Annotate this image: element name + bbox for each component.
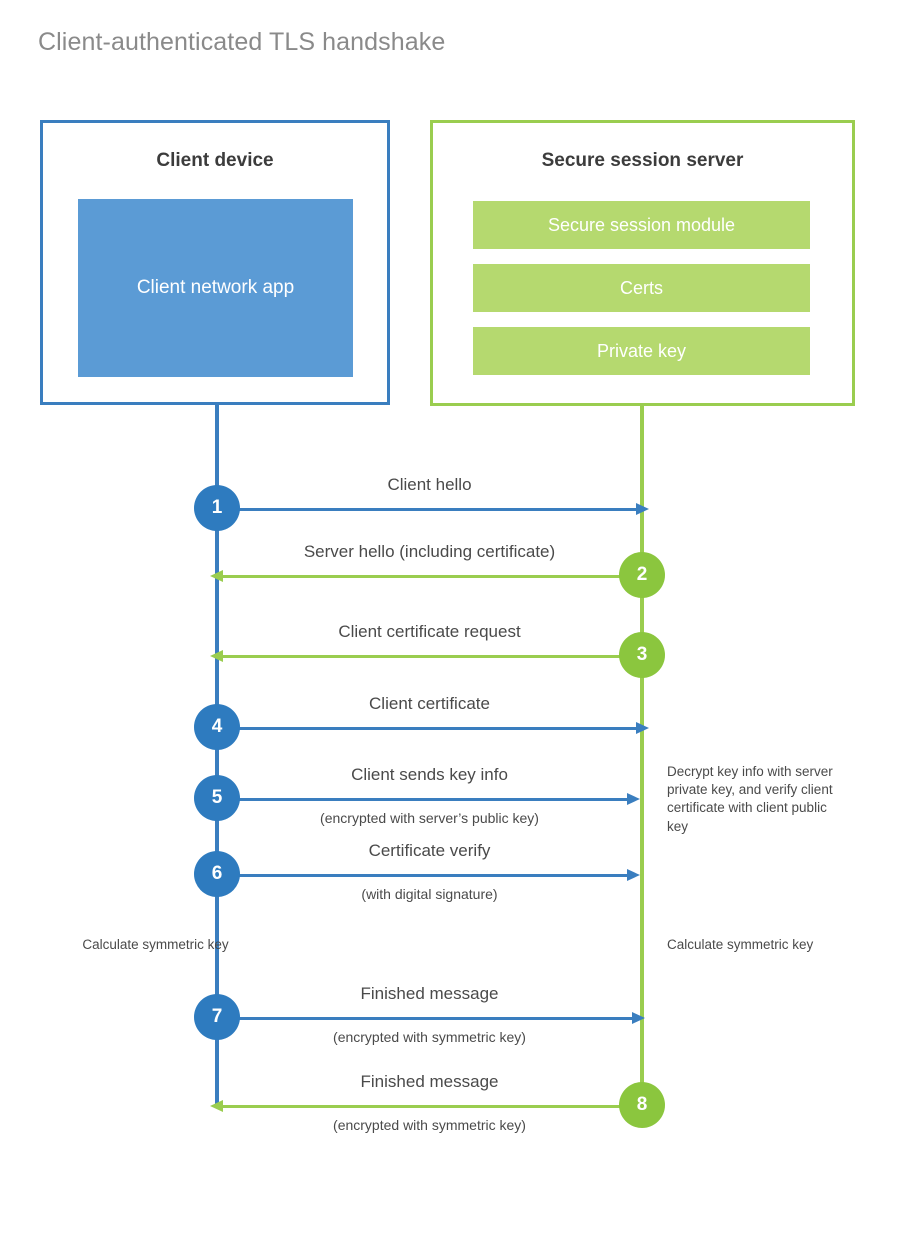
note-server-calculate-symmetric-key: Calculate symmetric key xyxy=(667,937,814,952)
secure-session-server-box: Secure session server Secure session mod… xyxy=(430,120,855,406)
message-line-5 xyxy=(217,798,627,801)
client-device-title: Client device xyxy=(156,150,274,171)
step-circle-4[interactable]: 4 xyxy=(194,704,240,750)
message-label-7: Finished message xyxy=(360,984,499,1003)
step-circle-2[interactable]: 2 xyxy=(619,552,665,598)
arrowhead-right-6 xyxy=(627,869,640,881)
message-label-4: Client certificate xyxy=(369,694,490,713)
message-line-1 xyxy=(217,508,636,511)
client-network-app-block: Client network app xyxy=(78,199,353,377)
message-label-3: Client certificate request xyxy=(338,622,521,641)
arrowhead-right-4 xyxy=(636,722,649,734)
message-label-5: Client sends key info xyxy=(351,765,508,784)
arrowhead-right-5 xyxy=(627,793,640,805)
arrowhead-left-3 xyxy=(210,650,223,662)
message-line-3 xyxy=(223,655,642,658)
message-sublabel-7: (encrypted with symmetric key) xyxy=(333,1029,526,1045)
step-circle-6[interactable]: 6 xyxy=(194,851,240,897)
message-line-4 xyxy=(217,727,636,730)
message-sublabel-5: (encrypted with server’s public key) xyxy=(320,810,539,826)
server-component-private-key: Private key xyxy=(473,327,810,375)
arrowhead-left-2 xyxy=(210,570,223,582)
arrowhead-right-1 xyxy=(636,503,649,515)
step-circle-5[interactable]: 5 xyxy=(194,775,240,821)
server-component-secure-session-module: Secure session module xyxy=(473,201,810,249)
secure-session-server-title: Secure session server xyxy=(541,150,744,171)
server-component-certs: Certs xyxy=(473,264,810,312)
message-sublabel-8: (encrypted with symmetric key) xyxy=(333,1117,526,1133)
step-circle-3[interactable]: 3 xyxy=(619,632,665,678)
message-sublabel-6: (with digital signature) xyxy=(361,886,498,902)
message-label-2: Server hello (including certificate) xyxy=(303,542,556,561)
client-lifeline xyxy=(215,405,219,1108)
message-line-7 xyxy=(217,1017,632,1020)
step-circle-8[interactable]: 8 xyxy=(619,1082,665,1128)
step-circle-1[interactable]: 1 xyxy=(194,485,240,531)
server-components-list: Secure session module Certs Private key xyxy=(473,201,810,375)
message-label-8: Finished message xyxy=(360,1072,499,1091)
page-title: Client-authenticated TLS handshake xyxy=(38,28,446,56)
client-device-box: Client device Client network app xyxy=(40,120,390,405)
message-label-1: Client hello xyxy=(387,475,472,494)
message-line-2 xyxy=(223,575,642,578)
arrowhead-right-7 xyxy=(632,1012,645,1024)
note-server-decrypt: Decrypt key info with server private key… xyxy=(667,764,833,834)
arrowhead-left-8 xyxy=(210,1100,223,1112)
message-line-8 xyxy=(223,1105,642,1108)
step-circle-7[interactable]: 7 xyxy=(194,994,240,1040)
note-client-calculate-symmetric-key: Calculate symmetric key xyxy=(82,937,229,952)
message-line-6 xyxy=(217,874,627,877)
server-lifeline xyxy=(640,406,644,1106)
message-label-6: Certificate verify xyxy=(368,841,491,860)
